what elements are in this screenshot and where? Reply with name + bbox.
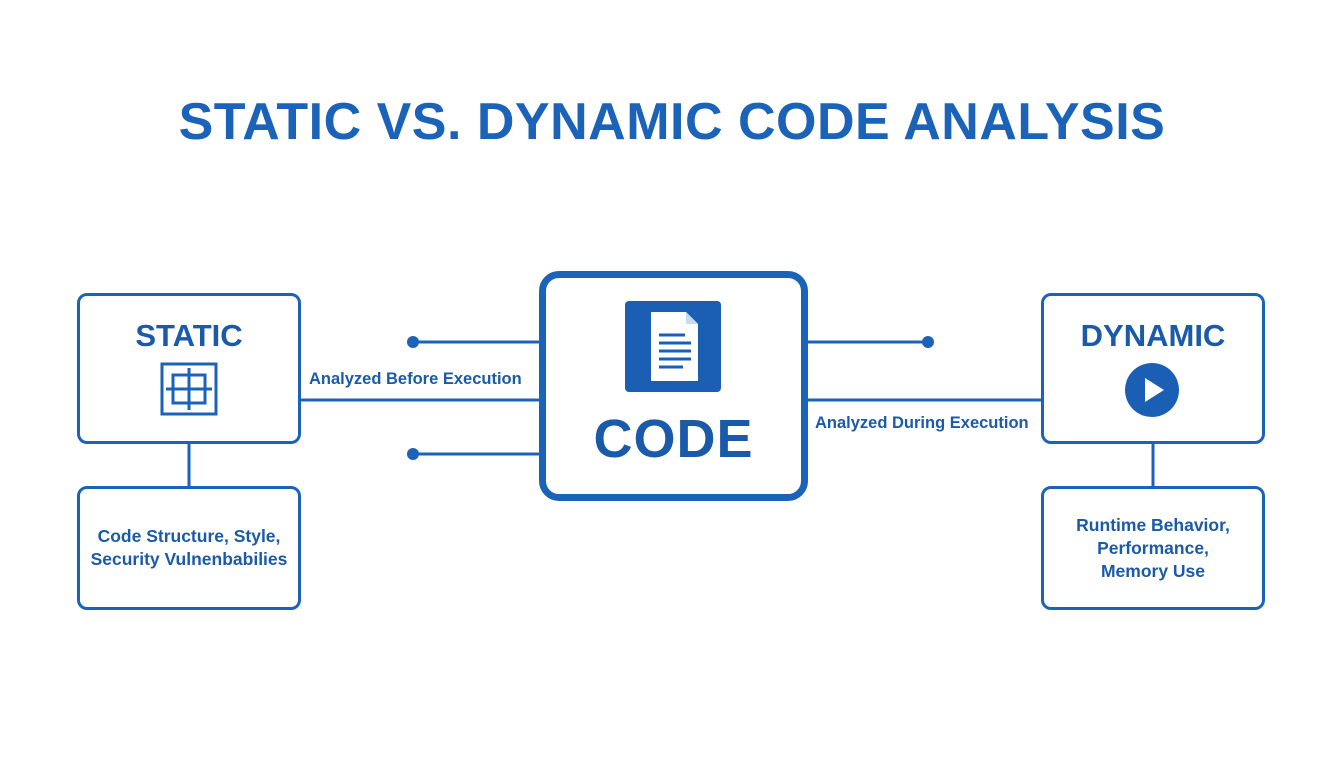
document-icon-graphic <box>651 312 698 381</box>
grid-icon <box>160 362 218 416</box>
static-description: Code Structure, Style, Security Vulnenba… <box>83 525 296 571</box>
dynamic-description: Runtime Behavior, Performance, Memory Us… <box>1068 514 1238 583</box>
dynamic-connector-label: Analyzed During Execution <box>815 414 1029 432</box>
code-label: CODE <box>593 409 754 469</box>
diagram-title: STATIC VS. DYNAMIC CODE ANALYSIS <box>178 93 1166 151</box>
dynamic-top-stub-dot <box>922 336 934 348</box>
static-description-line: Code Structure, Style, <box>97 526 281 546</box>
dynamic-description-box: Runtime Behavior, Performance, Memory Us… <box>1041 486 1265 610</box>
play-icon <box>1125 363 1179 417</box>
dynamic-description-line: Memory Use <box>1100 560 1206 581</box>
static-connector-label: Analyzed Before Execution <box>309 370 522 388</box>
static-description-line: Security Vulnenbabilies <box>90 549 288 569</box>
static-title: STATIC <box>135 318 243 353</box>
code-box: CODE <box>539 271 808 501</box>
dynamic-title: DYNAMIC <box>1080 318 1226 353</box>
static-description-box: Code Structure, Style, Security Vulnenba… <box>77 486 301 610</box>
static-top-stub-dot <box>407 336 419 348</box>
static-bottom-stub-dot <box>407 448 419 460</box>
document-icon <box>625 301 721 392</box>
dynamic-description-line: Runtime Behavior, <box>1076 514 1230 535</box>
dynamic-description-line: Performance, <box>1097 537 1209 558</box>
